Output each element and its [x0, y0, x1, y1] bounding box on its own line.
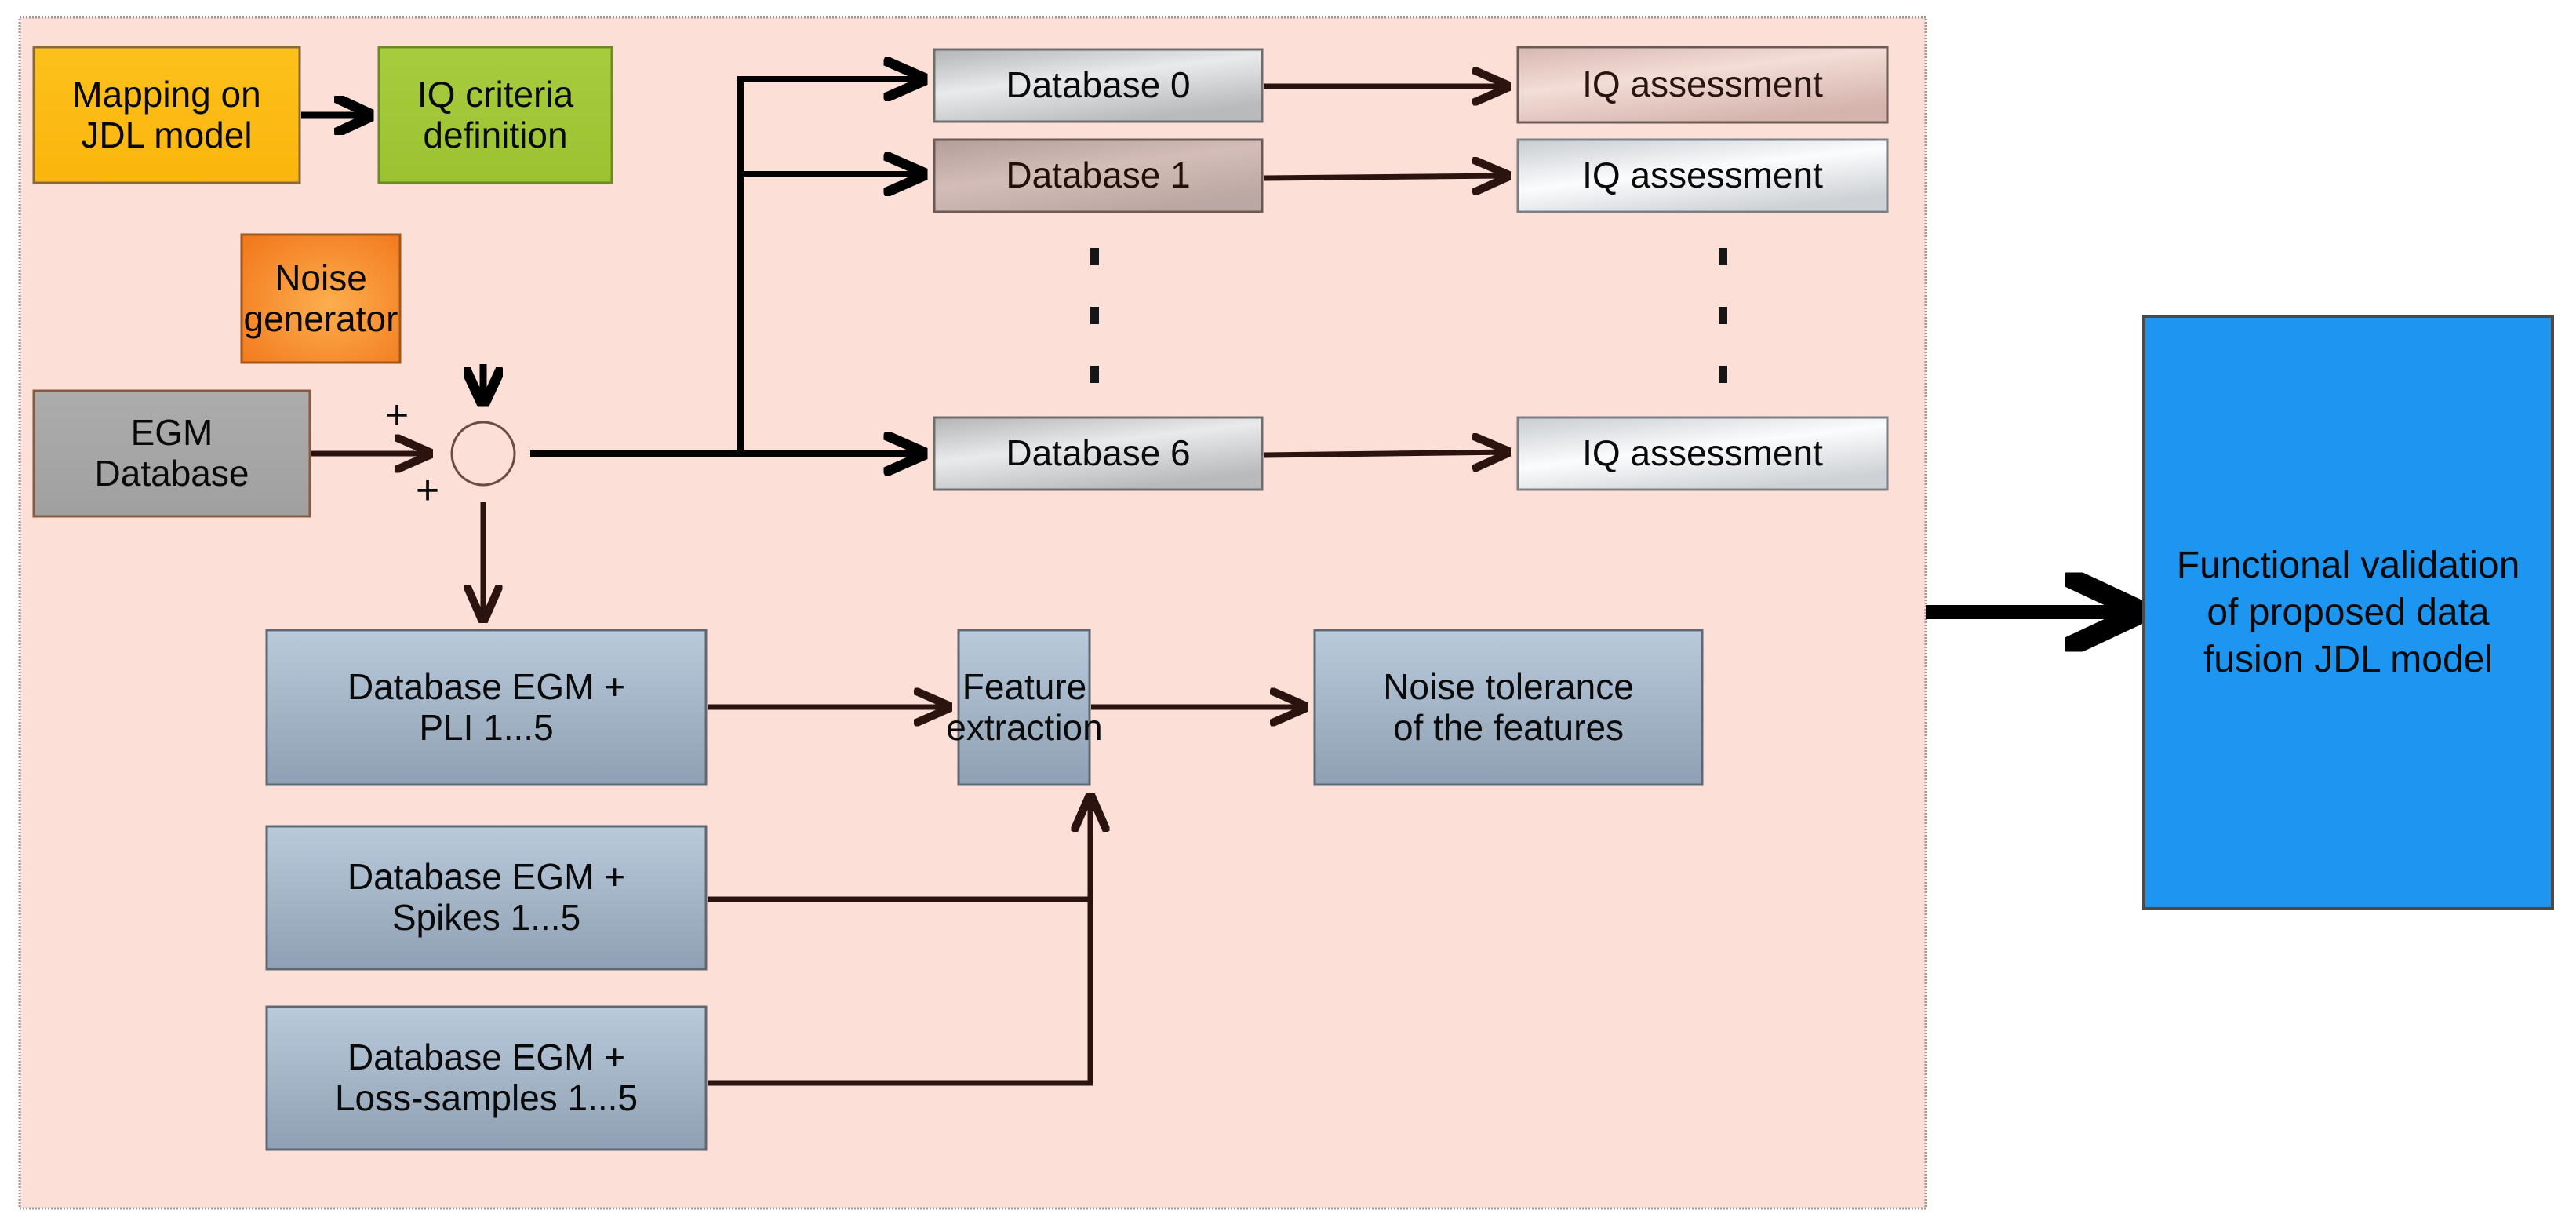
vertical-ellipsis-iq-column: [1719, 248, 1727, 383]
sum-junction: [450, 421, 516, 487]
node-noise-tolerance-of-the-features[interactable]: [1313, 629, 1704, 786]
node-database-6[interactable]: [933, 416, 1264, 491]
vertical-ellipsis-database-column: [1090, 248, 1099, 383]
node-iq-criteria-definition[interactable]: [377, 46, 613, 184]
node-database-egm-pli[interactable]: [265, 629, 708, 786]
node-iq-assessment-6[interactable]: [1516, 416, 1889, 491]
node-database-1[interactable]: [933, 138, 1264, 213]
node-feature-extraction[interactable]: [957, 629, 1091, 786]
node-database-egm-loss-samples[interactable]: [265, 1005, 708, 1151]
node-database-egm-spikes[interactable]: [265, 825, 708, 971]
node-database-0[interactable]: [933, 48, 1264, 123]
edge-database-1-to-iq-assessment-1: [1263, 176, 1508, 178]
edge-loss-samples-to-feature-extraction: [708, 796, 1090, 1086]
node-mapping-on-jdl-model[interactable]: [32, 46, 301, 184]
node-noise-generator[interactable]: [240, 233, 402, 364]
edge-database-6-to-iq-assessment-6: [1263, 452, 1508, 455]
node-egm-database[interactable]: [32, 389, 311, 518]
node-iq-assessment-1[interactable]: [1516, 138, 1889, 213]
node-iq-assessment-0[interactable]: [1516, 46, 1889, 124]
node-functional-validation[interactable]: [2142, 315, 2554, 910]
